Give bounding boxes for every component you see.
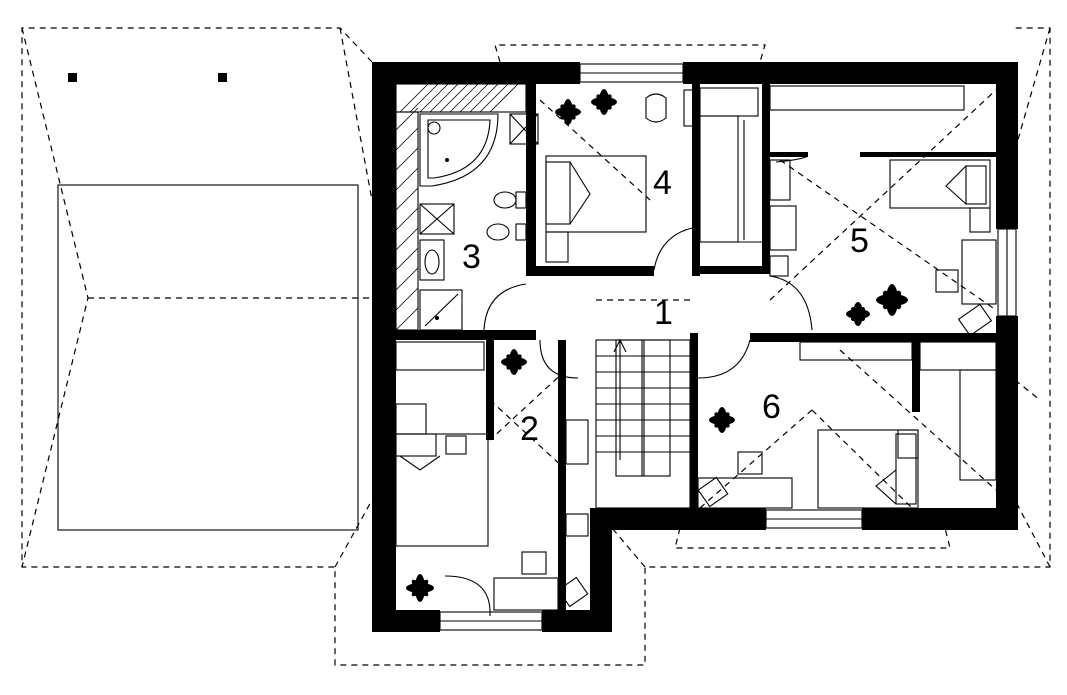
stairs-icon bbox=[595, 338, 691, 509]
room-number-6: 6 bbox=[762, 388, 781, 426]
room-number-1: 1 bbox=[654, 294, 673, 332]
bed-icon bbox=[545, 155, 647, 263]
shower-icon bbox=[419, 289, 463, 331]
wardrobe-icon bbox=[799, 341, 997, 481]
plant-icon bbox=[555, 99, 581, 125]
plant-icon bbox=[591, 89, 617, 115]
room-number-3: 3 bbox=[462, 238, 481, 276]
wardrobe-icon bbox=[769, 85, 965, 277]
wardrobe-icon bbox=[683, 87, 762, 243]
chimney-marker bbox=[218, 73, 227, 82]
desk-chair-icon bbox=[493, 419, 589, 611]
ceiling-lines bbox=[489, 89, 997, 509]
lower-roof bbox=[57, 73, 359, 531]
bathtub-icon bbox=[419, 113, 499, 187]
windows bbox=[439, 63, 1017, 631]
bed-icon bbox=[889, 159, 991, 233]
chimney-marker bbox=[68, 73, 77, 82]
outer-walls bbox=[372, 62, 1018, 632]
plant-icon bbox=[876, 284, 908, 316]
plant-icon bbox=[406, 574, 434, 602]
desk-chair-icon bbox=[645, 93, 667, 123]
door-swings bbox=[444, 155, 813, 617]
room-labels: 1 2 3 4 5 6 bbox=[462, 164, 869, 448]
desk-chair-icon bbox=[935, 239, 997, 337]
wardrobe-icon bbox=[395, 341, 485, 371]
room-number-2: 2 bbox=[520, 410, 539, 448]
cabinet bbox=[419, 113, 539, 235]
interior-walls bbox=[396, 84, 996, 610]
desk-chair-icon bbox=[697, 451, 793, 509]
room-number-4: 4 bbox=[653, 164, 672, 202]
sink-icon bbox=[419, 239, 445, 281]
plant-icon bbox=[846, 302, 870, 326]
roof-outline bbox=[21, 27, 1051, 666]
bed-icon bbox=[817, 429, 919, 509]
plant-icon bbox=[501, 349, 527, 375]
plant-icon bbox=[709, 407, 735, 433]
bed-icon bbox=[395, 403, 489, 547]
toilet-icon bbox=[486, 191, 527, 241]
room-number-5: 5 bbox=[850, 222, 869, 260]
bathroom-hatch bbox=[395, 83, 527, 331]
